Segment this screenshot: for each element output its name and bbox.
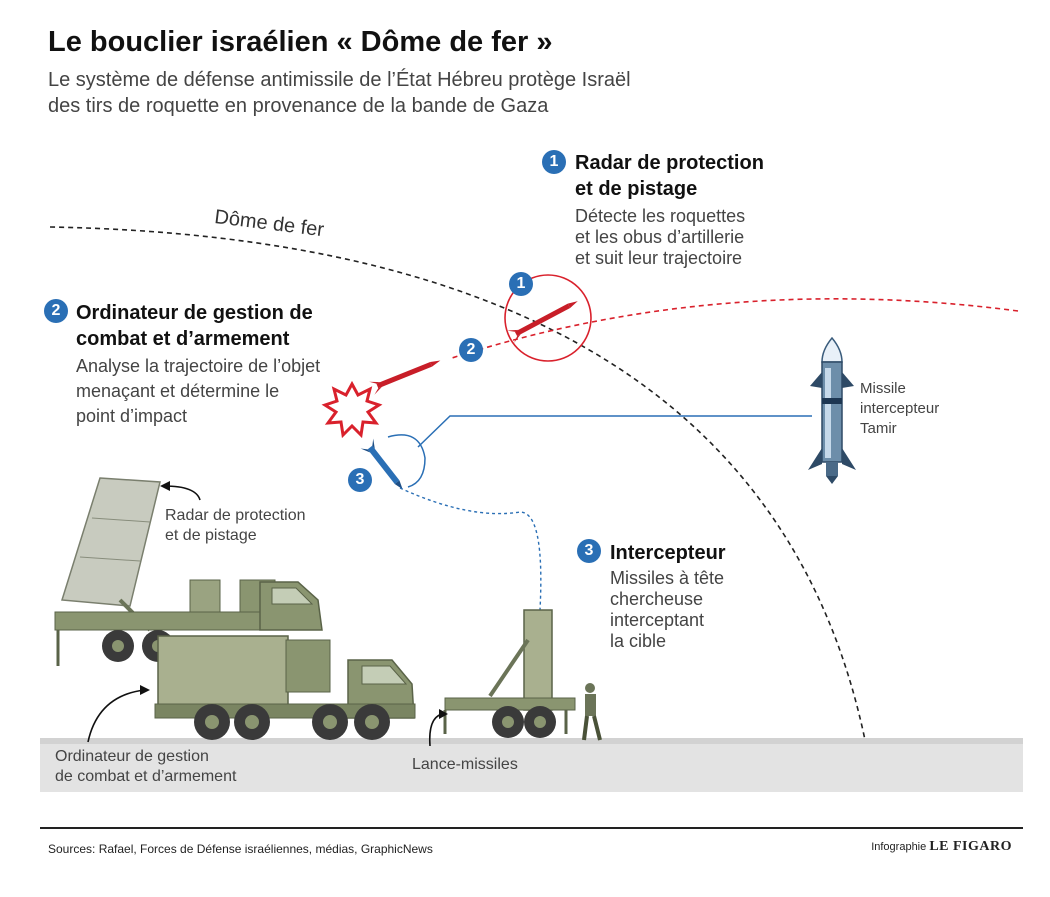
footer-divider: [40, 827, 1023, 829]
step-badge-1: 1: [542, 150, 566, 174]
computer-vehicle: [154, 635, 416, 740]
interceptor-trajectory: [399, 487, 542, 611]
subtitle-line: des tirs de roquette en provenance de la…: [48, 95, 549, 117]
marker-badge-2: 2: [459, 338, 483, 362]
step-desc-line: chercheuse: [610, 589, 704, 609]
missile-callout-line: [417, 415, 812, 448]
missile-label: Missile intercepteur Tamir: [860, 379, 939, 439]
step-desc-line: interceptant: [610, 610, 705, 630]
page-subtitle: Le système de défense antimissile de l’É…: [48, 67, 728, 119]
step-desc-line: et suit leur trajectoire: [575, 248, 743, 268]
computer-label: Ordinateur de gestion de combat et d’arm…: [55, 747, 236, 787]
rocket-icon: [507, 301, 578, 343]
sources-text: Sources: Rafael, Forces de Défense israé…: [48, 842, 433, 856]
launcher-label: Lance-missiles: [412, 756, 518, 773]
marker-badge-1: 1: [509, 272, 533, 296]
missile-label-line: intercepteur: [860, 400, 940, 417]
step-desc-line: la cible: [610, 631, 667, 651]
step-badge-2: 2: [44, 299, 68, 323]
step-title: et de pistage: [575, 178, 698, 200]
step-desc-line: point d’impact: [76, 406, 188, 426]
detection-circle: [504, 274, 592, 362]
step-title: combat et d’armement: [76, 328, 290, 350]
step-badge-3: 3: [577, 539, 601, 563]
radar-vehicle: [54, 477, 323, 666]
step-desc-line: et les obus d’artillerie: [575, 227, 745, 247]
missile-callout-arc: [387, 434, 426, 488]
computer-label-line: Ordinateur de gestion: [55, 748, 209, 765]
missile-label-line: Missile: [860, 380, 906, 397]
computer-pointer-arrow: [87, 689, 145, 743]
rocket-trajectory: [451, 298, 1019, 359]
soldier-figure: [582, 683, 602, 741]
radar-pointer-head: [160, 481, 170, 491]
step-title: Ordinateur de gestion de: [76, 302, 313, 324]
computer-label-line: de combat et d’armement: [55, 768, 237, 785]
radar-label: Radar de protection et de pistage: [165, 506, 306, 546]
radar-label-line: et de pistage: [165, 527, 257, 544]
predicted-rocket-icon: [369, 360, 441, 395]
interceptor-icon: [360, 438, 403, 490]
step-1-block: Radar de protection et de pistage Détect…: [575, 150, 764, 269]
step-title: Intercepteur: [610, 542, 726, 564]
launcher-pointer-head: [439, 709, 448, 719]
ground: [40, 738, 1023, 792]
page-title: Le bouclier israélien « Dôme de fer »: [48, 26, 553, 58]
explosion-icon: [321, 380, 383, 439]
step-desc-line: menaçant et détermine le: [76, 381, 280, 401]
tamir-missile-icon: [808, 336, 856, 484]
missile-launcher: [443, 609, 576, 738]
computer-pointer-head: [140, 685, 150, 695]
radar-label-line: Radar de protection: [165, 507, 306, 524]
step-desc-line: Missiles à tête: [610, 568, 725, 588]
step-desc-line: Détecte les roquettes: [575, 206, 746, 226]
step-desc-line: Analyse la trajectoire de l’objet: [76, 356, 321, 376]
credit: Infographie LE FIGARO: [871, 839, 1012, 855]
marker-badge-3: 3: [348, 468, 372, 492]
missile-label-line: Tamir: [860, 420, 897, 437]
brand-logo: LE FIGARO: [929, 839, 1012, 854]
step-2-block: Ordinateur de gestion de combat et d’arm…: [76, 300, 320, 429]
step-title: Radar de protection: [575, 152, 764, 174]
credit-prefix: Infographie: [871, 841, 927, 853]
subtitle-line: Le système de défense antimissile de l’É…: [48, 69, 631, 91]
step-3-block: Intercepteur Missiles à tête chercheuse …: [610, 540, 726, 652]
